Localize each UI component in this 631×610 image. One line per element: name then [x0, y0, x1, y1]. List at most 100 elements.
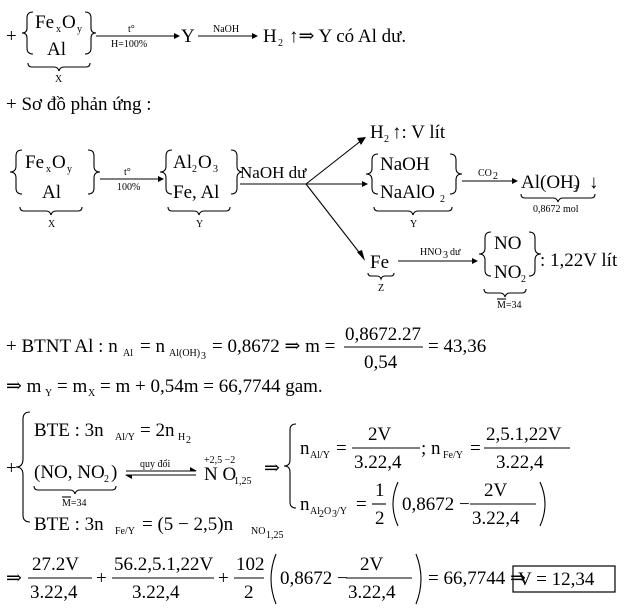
- product-h2: H: [370, 122, 384, 143]
- gas-volume: : 1,22V lít: [540, 250, 618, 271]
- equation: = 0,8672 ⇒ m =: [212, 336, 335, 357]
- label-x: X: [48, 219, 56, 230]
- arrow-head: [362, 181, 368, 187]
- subscript: X: [88, 388, 96, 399]
- arrow-head: [158, 176, 164, 182]
- underbrace: [520, 193, 596, 203]
- label-y: Y: [196, 219, 203, 230]
- implies: ⇒: [6, 568, 22, 589]
- fraction-denominator: 3.22,4: [472, 508, 520, 529]
- left-brace: [365, 153, 379, 195]
- product-fe: Fe: [370, 252, 389, 273]
- compound-fe: Fe: [25, 152, 44, 173]
- fraction-denominator: 3.22,4: [132, 582, 180, 603]
- n-al2o3: n: [300, 494, 310, 515]
- arrow-label: t°: [128, 24, 135, 35]
- arrow-label: t°: [124, 167, 131, 178]
- product-h2: H: [263, 26, 277, 47]
- subscript: /Y: [337, 506, 347, 517]
- answer-box: [512, 565, 616, 593]
- compound-fexoy: Fe: [35, 12, 54, 33]
- fraction-denominator: 3.22,4: [354, 452, 402, 473]
- equation-result: = 66,7744 ⇒: [428, 568, 526, 589]
- fraction-denominator: 3.22,4: [30, 582, 78, 603]
- subscript: Al/Y: [115, 432, 135, 443]
- branch-down: [305, 183, 363, 257]
- subscript: 3: [573, 184, 578, 195]
- separator: ; n: [421, 438, 441, 459]
- plus: +: [96, 568, 107, 589]
- subscript: H: [178, 432, 185, 443]
- final-line: ⇒ 27.2V 3.22,4 + 56.2,5.1,22V 3.22,4 + 1…: [6, 553, 616, 605]
- label-y: Y: [410, 219, 417, 230]
- left-paren: [270, 553, 277, 605]
- subscript: 2: [493, 171, 498, 182]
- compound-al2o3: Al: [173, 152, 192, 173]
- equals: =: [356, 494, 367, 515]
- arrow-head: [357, 250, 365, 261]
- subscript: 1,25: [266, 530, 284, 541]
- reagent-naoh: NaOH dư: [240, 163, 307, 182]
- subscript: O: [324, 506, 331, 517]
- arrow-label: NaOH: [213, 24, 239, 35]
- subscript: 3: [332, 509, 337, 520]
- fraction-denominator: 3.22,4: [496, 452, 544, 473]
- underbrace: [19, 206, 83, 216]
- left-brace-results: [283, 423, 297, 509]
- label-x: X: [55, 74, 63, 85]
- product-y: Y: [181, 26, 195, 47]
- fraction-numerator: 2V: [360, 554, 384, 575]
- fraction-denominator: 2: [244, 582, 254, 603]
- my-lead: ⇒ m: [6, 376, 42, 397]
- subscript: 2: [192, 164, 197, 175]
- arrow-head: [252, 33, 258, 39]
- molar-mass-label: M=34: [62, 498, 87, 509]
- oxygen: O: [52, 152, 66, 173]
- underbrace: [167, 206, 231, 216]
- arrow-head: [512, 178, 518, 184]
- value: 0,8672 −: [402, 494, 470, 515]
- gas-mixture: (NO, NO: [34, 462, 105, 483]
- compound-naoh: NaOH: [380, 154, 430, 175]
- plus-sign: +: [6, 26, 17, 47]
- precipitate-arrow: ↓: [589, 172, 599, 193]
- subscript: y: [67, 164, 72, 175]
- left-brace: [159, 149, 173, 195]
- left-brace: [478, 231, 492, 277]
- value: 0,8672 −: [280, 568, 348, 589]
- subscript: 2: [104, 474, 109, 485]
- n-al: n: [300, 438, 310, 459]
- right-paren: [415, 553, 422, 605]
- right-paren: [539, 481, 546, 527]
- compound-no2: NO: [494, 262, 521, 283]
- subscript: 3: [201, 351, 206, 362]
- left-brace: [9, 149, 23, 195]
- left-brace-large: [15, 411, 31, 523]
- plus-sign: +: [6, 458, 17, 479]
- my-line: ⇒ m Y = m X = m + 0,54m = 66,7744 gam.: [6, 376, 323, 399]
- subscript: 1,25: [234, 476, 252, 487]
- subscript: 2: [186, 435, 191, 446]
- final-answer: V = 12,34: [518, 569, 595, 590]
- right-brace: [449, 153, 463, 195]
- subscript: NO: [251, 526, 265, 537]
- subscript: x: [56, 24, 61, 35]
- btnt-line: + BTNT Al : n Al = n Al(OH) 3 = 0,8672 ⇒…: [6, 324, 486, 373]
- conclusion: ↑⇒ Y có Al dư.: [289, 26, 406, 47]
- btnt-lead: + BTNT Al : n: [6, 336, 118, 357]
- subscript: Al/Y: [310, 450, 330, 461]
- fraction-denominator: 0,54: [364, 352, 398, 373]
- subscript: Al: [310, 506, 320, 517]
- subscript: Al(OH): [169, 348, 200, 359]
- subscript: y: [77, 24, 82, 35]
- subscript: Fe/Y: [115, 526, 135, 537]
- subscript: 3: [213, 164, 218, 175]
- product-aloh3: Al(OH): [521, 172, 580, 193]
- right-brace: [87, 149, 101, 195]
- branch-up: [305, 139, 363, 185]
- fraction-numerator: 2,5.1,22V: [486, 424, 562, 445]
- fraction-numerator: 1: [375, 480, 385, 501]
- oxidation-numbers: +2,5 −2: [204, 455, 235, 466]
- bte2-rhs: = (5 − 2,5)n: [142, 514, 234, 535]
